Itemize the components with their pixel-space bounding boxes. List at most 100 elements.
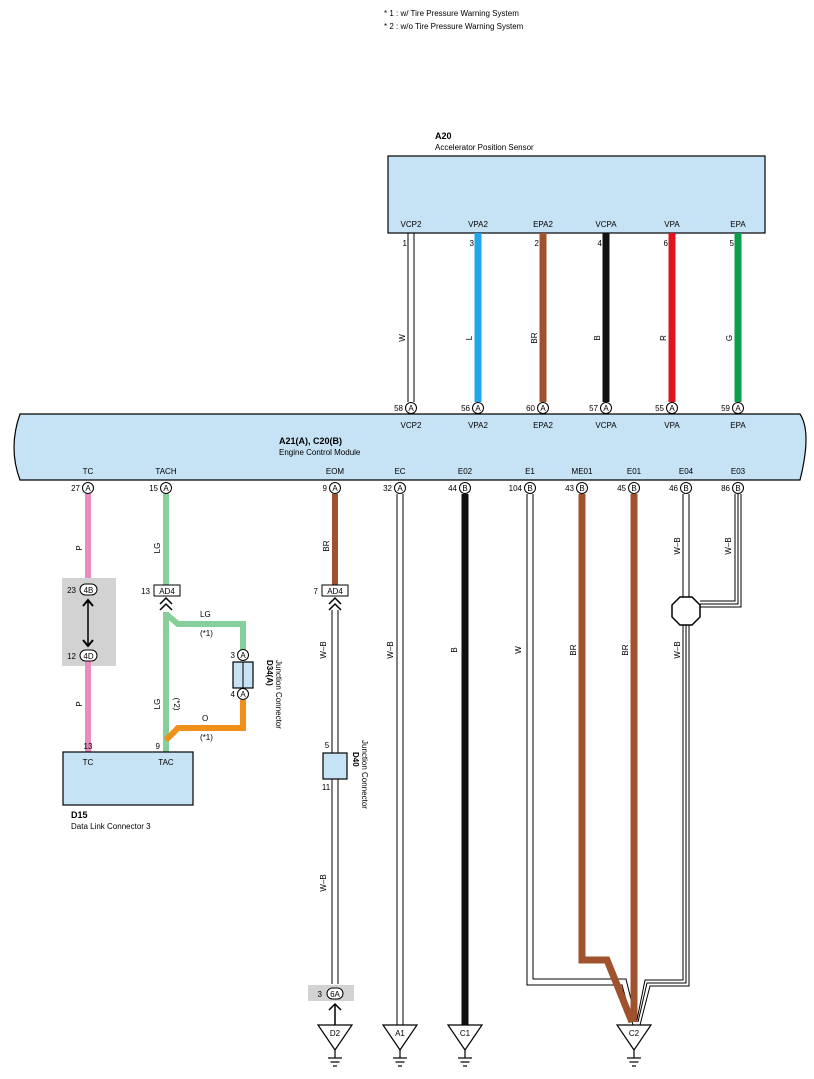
- accelerator-position-sensor: A20 Accelerator Position Sensor: [387, 131, 766, 234]
- svg-text:W: W: [514, 646, 523, 654]
- svg-text:W–B: W–B: [724, 537, 733, 554]
- ecm-pin-e02-conn: [459, 482, 471, 494]
- svg-text:BR: BR: [569, 644, 578, 655]
- ecm-pin-e1-num: 104: [509, 484, 523, 493]
- ecm-pin-vpa2-num: 56: [461, 404, 470, 413]
- ecm-pin-vpa-name: VPA: [664, 421, 680, 430]
- svg-text:AD4: AD4: [159, 587, 175, 596]
- ecm-pin-ec-num: 32: [383, 484, 392, 493]
- sensor-pin-vpa-num: 6: [664, 239, 669, 248]
- tach-wire: AD4 13 LG LG (*1) LG (*2) O (*1): [141, 494, 246, 752]
- ground-c2-symbol: [615, 1024, 653, 1052]
- sensor-pin-vcp2-num: 1: [403, 239, 408, 248]
- ground-d2-symbol: [316, 1024, 354, 1052]
- svg-text:12: 12: [67, 652, 76, 661]
- svg-text:LG: LG: [153, 543, 162, 554]
- ecm-pin-e1-name: E1: [525, 467, 535, 476]
- wire-vcpa-color: B: [593, 335, 602, 340]
- svg-text:A: A: [240, 690, 246, 699]
- ecm-pin-eom-num: 9: [323, 484, 328, 493]
- ecm-pin-epa-conn: [732, 402, 744, 414]
- svg-text:D15: D15: [71, 810, 88, 820]
- ecm-pin-e02-num: 44: [448, 484, 457, 493]
- svg-text:W–B: W–B: [673, 641, 682, 658]
- ecm-pin-e1-conn-letter: B: [527, 484, 532, 493]
- wire-epa2-color: BR: [530, 332, 539, 343]
- svg-text:D40: D40: [351, 752, 360, 767]
- ecm-pin-epa2-conn-letter: A: [540, 404, 546, 413]
- connector-6a: [326, 987, 344, 1000]
- svg-text:9: 9: [156, 742, 161, 751]
- sensor-pin-epa2-name: EPA2: [533, 220, 553, 229]
- ecm-pin-e01-num: 45: [617, 484, 626, 493]
- ecm-pin-ec-conn: [394, 482, 406, 494]
- wire-vcp2-color: W: [398, 334, 407, 342]
- ecm-pin-me01-conn: [576, 482, 588, 494]
- ecm-pin-epa2-conn: [537, 402, 549, 414]
- svg-text:4D: 4D: [83, 652, 93, 661]
- ecm-pin-tc-conn-letter: A: [85, 484, 91, 493]
- svg-text:BR: BR: [621, 644, 630, 655]
- svg-text:A: A: [240, 651, 246, 660]
- ecm-pin-vcpa-name: VCPA: [595, 421, 617, 430]
- sensor-pin-vcpa-name: VCPA: [595, 220, 617, 229]
- ecm-pin-e04-name: E04: [679, 467, 694, 476]
- ecm-pin-e02-conn-letter: B: [462, 484, 467, 493]
- svg-text:13: 13: [141, 587, 150, 596]
- svg-text:P: P: [75, 701, 84, 706]
- ecm-pin-tach-num: 15: [149, 484, 158, 493]
- connector-4d: [79, 649, 98, 662]
- svg-text:(*1): (*1): [200, 629, 213, 638]
- svg-text:AD4: AD4: [327, 587, 343, 596]
- ground-c2-label: C2: [629, 1029, 640, 1038]
- sensor-pin-vpa2-name: VPA2: [468, 220, 488, 229]
- footnote-2: * 2 : w/o Tire Pressure Warning System: [384, 22, 524, 31]
- engine-control-module: A21(A), C20(B) Engine Control Module: [13, 413, 807, 481]
- ecm-pin-ec-name: EC: [394, 467, 405, 476]
- sensor-pin-epa-num: 5: [730, 239, 735, 248]
- ecm-pin-e04-conn: [680, 482, 692, 494]
- svg-text:W–B: W–B: [386, 641, 395, 658]
- ecm-pin-e03-num: 86: [721, 484, 730, 493]
- ecm-pin-e03-conn-letter: B: [735, 484, 740, 493]
- ecm-pin-epa-conn-letter: A: [735, 404, 741, 413]
- tc-wire: 4B 23 4D 12 P P: [62, 494, 116, 752]
- svg-text:O: O: [202, 714, 208, 723]
- e02-wire: B: [450, 494, 469, 1025]
- ground-c1-symbol: [446, 1024, 484, 1052]
- svg-text:Data Link Connector 3: Data Link Connector 3: [71, 822, 151, 831]
- svg-text:(*2): (*2): [172, 698, 181, 711]
- ecm-pin-eom-name: EOM: [326, 467, 345, 476]
- e04-e03-wires: W–B W–B W–B: [636, 494, 742, 1026]
- svg-text:23: 23: [67, 586, 76, 595]
- svg-text:W–B: W–B: [319, 641, 328, 658]
- ecm-pin-vpa-conn: [666, 402, 678, 414]
- wire-epa-color: G: [725, 335, 734, 341]
- ecm-pin-tach-conn-letter: A: [163, 484, 169, 493]
- wire-vpa2-color: L: [465, 335, 474, 340]
- ecm-pin-vpa-conn-letter: A: [669, 404, 675, 413]
- ecm-pin-vpa2-conn-letter: A: [475, 404, 481, 413]
- ecm-pin-e02-name: E02: [458, 467, 473, 476]
- ecm-pin-vpa2-conn: [472, 402, 484, 414]
- sensor-pin-epa2-num: 2: [535, 239, 540, 248]
- e01-wire: BR: [621, 494, 638, 1022]
- splice-point: [671, 596, 701, 626]
- svg-text:6A: 6A: [330, 990, 340, 999]
- ecm-pin-epa-num: 59: [721, 404, 730, 413]
- e1-wire: W: [514, 494, 637, 1026]
- wire-vpa-color: R: [659, 335, 668, 341]
- me01-wire: BR: [569, 494, 636, 1024]
- ground-c1-label: C1: [460, 1029, 471, 1038]
- svg-text:13: 13: [84, 742, 93, 751]
- sensor-pin-vpa2-num: 3: [470, 239, 475, 248]
- ecm-pin-me01-num: 43: [565, 484, 574, 493]
- svg-text:TC: TC: [83, 758, 94, 767]
- ecm-pin-vcp2-conn-letter: A: [408, 404, 414, 413]
- sensor-pin-vcp2-name: VCP2: [401, 220, 422, 229]
- ecm-pin-tc-name: TC: [83, 467, 94, 476]
- ecm-pin-e1-conn: [524, 482, 536, 494]
- svg-text:Junction Connector: Junction Connector: [360, 740, 369, 809]
